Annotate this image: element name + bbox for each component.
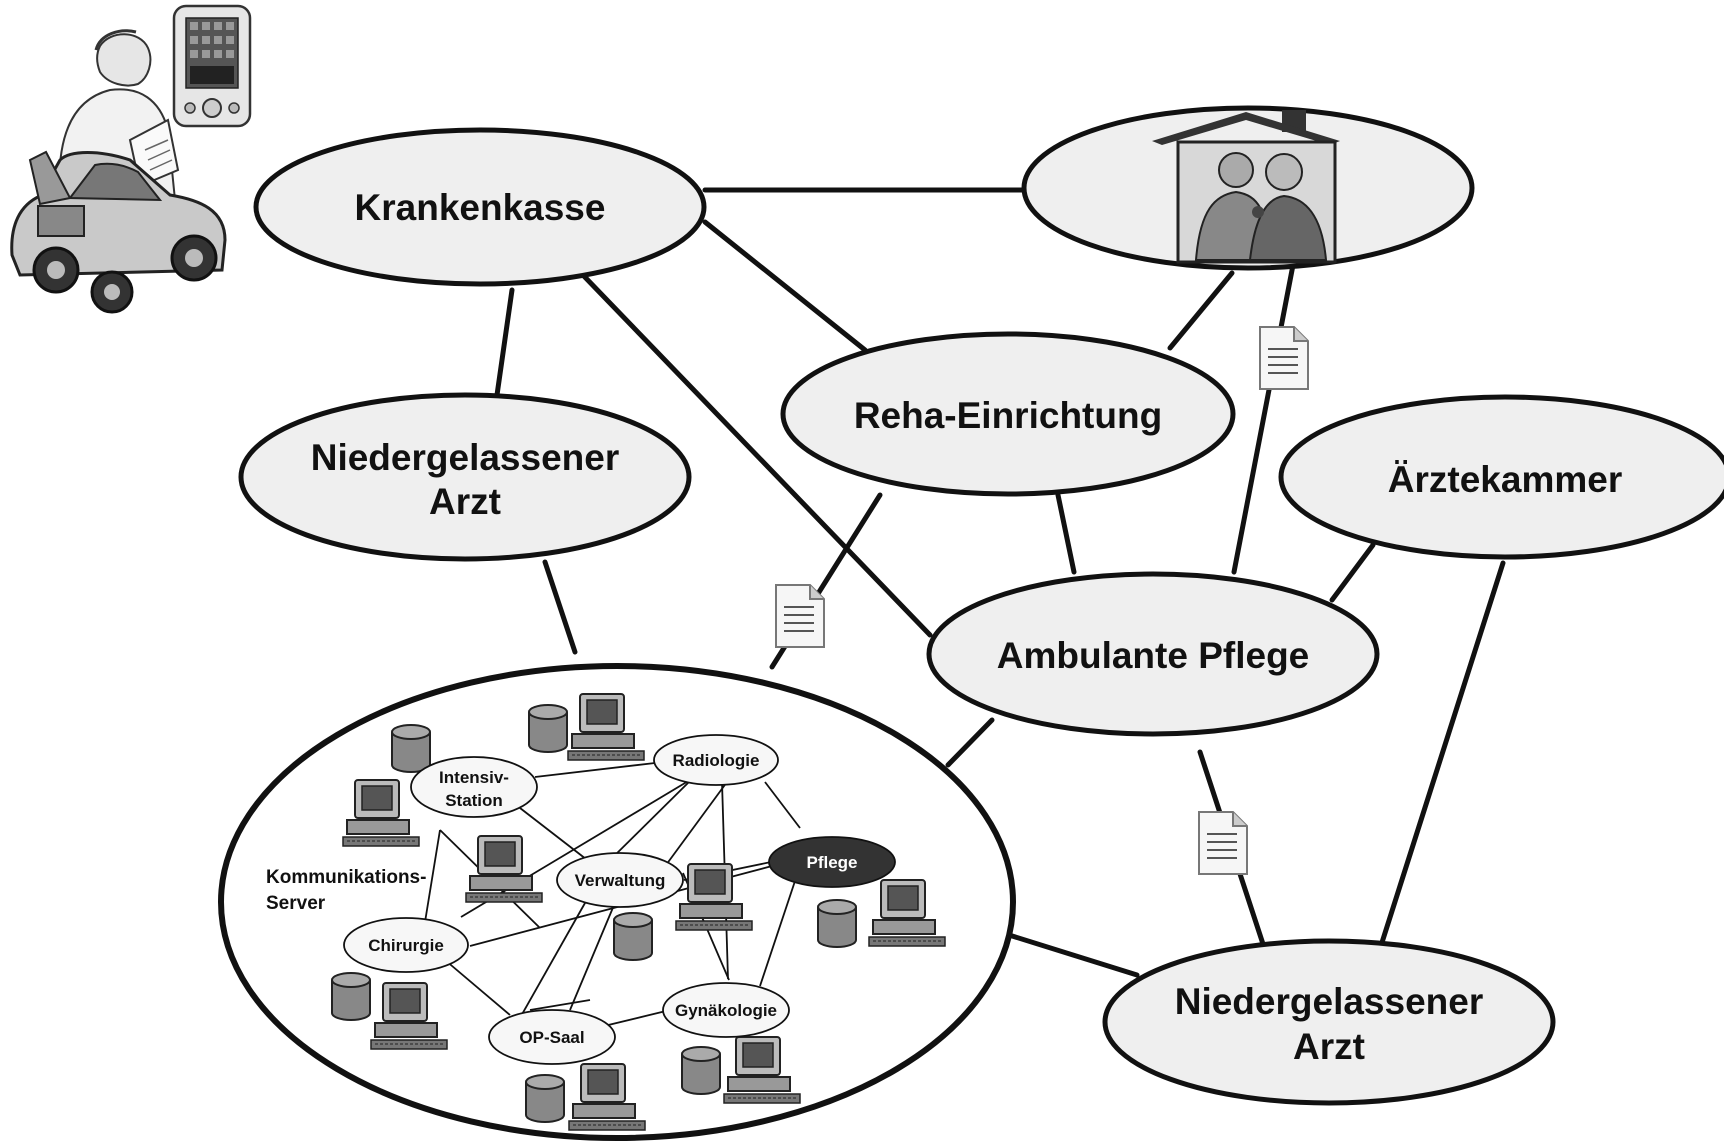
hospital-network: Intensiv- Station Radiologie Verwaltung … <box>218 663 1016 1141</box>
node-home <box>1021 105 1475 271</box>
document-icon <box>1259 326 1309 390</box>
dept-label: Verwaltung <box>575 871 666 890</box>
node-label-line1: Niedergelassener <box>1175 981 1484 1022</box>
dept-op-saal: OP-Saal <box>488 1009 616 1065</box>
dept-chirurgie: Chirurgie <box>343 917 469 973</box>
dept-verwaltung: Verwaltung <box>556 852 684 908</box>
dept-intensiv-station: Intensiv- Station <box>410 756 538 818</box>
node-krankenkasse: Krankenkasse <box>253 127 707 287</box>
car-icon <box>10 150 227 314</box>
dept-radiologie: Radiologie <box>653 734 779 786</box>
document-icon <box>775 584 825 648</box>
node-ambulante-pflege: Ambulante Pflege <box>926 571 1380 737</box>
node-label-line1: Niedergelassener <box>311 437 620 478</box>
node-label: Krankenkasse <box>355 187 606 228</box>
dept-label-line1: Intensiv- <box>439 768 509 787</box>
node-label-line2: Arzt <box>1293 1026 1365 1067</box>
house-with-elderly-couple-icon <box>1152 110 1340 264</box>
node-label: Reha-Einrichtung <box>854 395 1162 436</box>
dept-label: Pflege <box>806 853 857 872</box>
dept-label-line2: Station <box>445 791 503 810</box>
node-label: Ärztekammer <box>1388 459 1622 500</box>
dept-pflege: Pflege <box>768 836 896 888</box>
dept-gynaekologie: Gynäkologie <box>662 982 790 1038</box>
node-reha-einrichtung: Reha-Einrichtung <box>780 331 1236 497</box>
pda-device-icon <box>172 4 252 128</box>
server-label-line2: Server <box>266 893 326 914</box>
document-icon <box>1198 811 1248 875</box>
node-aerztekammer: Ärztekammer <box>1278 394 1724 560</box>
dept-label: Chirurgie <box>368 936 444 955</box>
server-label-line1: Kommunikations- <box>266 867 426 888</box>
dept-label: OP-Saal <box>519 1028 584 1047</box>
node-niedergelassener-arzt-left: Niedergelassener Arzt <box>238 392 692 562</box>
dept-label: Gynäkologie <box>675 1001 777 1020</box>
dept-label: Radiologie <box>673 751 760 770</box>
node-label-line2: Arzt <box>429 481 501 522</box>
node-niedergelassener-arzt-right: Niedergelassener Arzt <box>1102 938 1556 1106</box>
node-label: Ambulante Pflege <box>997 635 1310 676</box>
